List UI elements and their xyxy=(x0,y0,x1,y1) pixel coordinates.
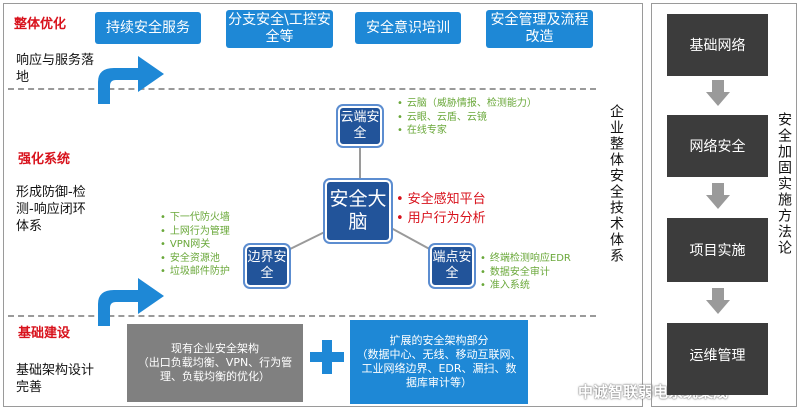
bottom-extended-text: 扩展的安全架构部分 （数据中心、无线、移动互联网、工业网络边界、EDR、漏扫、数… xyxy=(356,334,522,389)
down-arrow-icon-3 xyxy=(706,288,730,314)
section-title-optimize: 整体优化 xyxy=(14,17,67,32)
edge-feature-firewall: 下一代防火墙 xyxy=(160,211,230,225)
service-box-continuous: 持续安全服务 xyxy=(95,12,201,44)
cloud-feature-brain: 云脑（威胁情报、检测能力） xyxy=(397,97,537,111)
vertical-label-architecture: 企业整体安全技术体系 xyxy=(608,104,624,264)
endpoint-feature-edr: 终端检测响应EDR xyxy=(480,252,571,266)
section-title-strengthen: 强化系统 xyxy=(18,152,71,167)
edge-feature-vpn: VPN网关 xyxy=(160,238,230,252)
curved-arrow-bottom-icon xyxy=(98,278,164,326)
cloud-feature-list: 云脑（威胁情报、检测能力） 云眼、云盾、云镜 在线专家 xyxy=(397,97,537,138)
cloud-feature-expert: 在线专家 xyxy=(397,124,537,138)
wechat-icon xyxy=(548,380,573,401)
node-endpoint-security: 端点安全 xyxy=(430,245,474,287)
feature-user-behavior: 用户行为分析 xyxy=(396,209,486,228)
edge-feature-spam: 垃圾邮件防护 xyxy=(160,265,230,279)
down-arrow-icon-1 xyxy=(706,80,730,106)
service-box-branch: 分支安全\工控安全等 xyxy=(226,10,333,48)
center-feature-list: 安全感知平台 用户行为分析 xyxy=(396,190,486,228)
step-network-security: 网络安全 xyxy=(667,115,768,177)
service-box-management: 安全管理及流程改造 xyxy=(486,10,593,48)
bottom-box-extended: 扩展的安全架构部分 （数据中心、无线、移动互联网、工业网络边界、EDR、漏扫、数… xyxy=(350,320,528,404)
edge-feature-behavior: 上网行为管理 xyxy=(160,225,230,239)
separator-bottom xyxy=(8,315,596,317)
node-edge-security: 边界安全 xyxy=(245,245,289,287)
feature-awareness-platform: 安全感知平台 xyxy=(396,190,486,209)
section-subtitle-strengthen: 形成防御-检测-响应闭环体系 xyxy=(16,185,86,234)
curved-arrow-top-icon xyxy=(98,56,164,104)
edge-feature-list: 下一代防火墙 上网行为管理 VPN网关 安全资源池 垃圾邮件防护 xyxy=(160,211,230,279)
section-subtitle-optimize: 响应与服务落地 xyxy=(16,53,95,85)
down-arrow-icon-2 xyxy=(706,183,730,209)
node-cloud-security: 云端安全 xyxy=(338,106,382,146)
right-panel xyxy=(651,3,797,407)
service-box-training: 安全意识培训 xyxy=(355,12,461,44)
section-title-foundation: 基础建设 xyxy=(18,326,71,341)
section-subtitle-foundation: 基础架构设计完善 xyxy=(16,363,95,395)
vertical-label-methodology: 安全加固实施方法论 xyxy=(776,112,792,256)
step-project-implementation: 项目实施 xyxy=(667,218,768,282)
cloud-feature-eye: 云眼、云盾、云镜 xyxy=(397,111,537,125)
endpoint-feature-audit: 数据安全审计 xyxy=(480,266,571,280)
step-operations: 运维管理 xyxy=(667,323,768,395)
endpoint-feature-list: 终端检测响应EDR 数据安全审计 准入系统 xyxy=(480,252,571,293)
edge-feature-pool: 安全资源池 xyxy=(160,252,230,266)
endpoint-feature-access: 准入系统 xyxy=(480,279,571,293)
bottom-box-existing: 现有企业安全架构 （出口负载均衡、VPN、行为管理、负载均衡的优化） xyxy=(127,324,303,402)
plus-icon xyxy=(310,340,344,374)
separator-top xyxy=(8,88,596,90)
left-panel xyxy=(3,3,643,407)
step-basic-network: 基础网络 xyxy=(667,14,768,76)
node-security-brain: 安全大脑 xyxy=(325,180,391,242)
bottom-existing-text: 现有企业安全架构 （出口负载均衡、VPN、行为管理、负载均衡的优化） xyxy=(137,342,293,383)
